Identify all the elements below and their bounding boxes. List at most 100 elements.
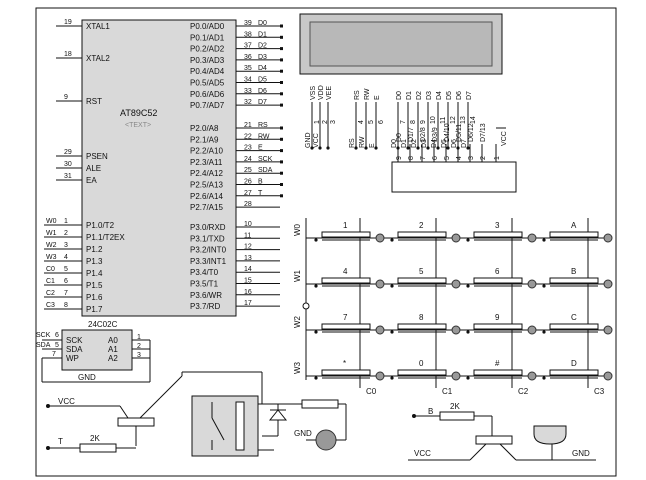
mcu-right-pin-num: 36 [244, 54, 252, 61]
header-pin-num: 7 [420, 156, 427, 160]
lcd-pin-label: D2 [411, 139, 418, 148]
mcu-right-pin-num: 39 [244, 20, 252, 27]
mcu-left-pin-num: 5 [64, 266, 68, 273]
keypad-key[interactable] [549, 369, 599, 376]
lcd-pin-label: RS [349, 138, 356, 148]
lcd-top-label: D3 [426, 91, 433, 100]
mcu-right-pin-num: 13 [244, 255, 252, 262]
mcu-left-pin-num: 31 [64, 173, 72, 180]
buzzer-r: 2K [450, 402, 460, 411]
mcu-left-net: C0 [46, 266, 55, 273]
mcu-left-pin-label: P1.5 [86, 281, 103, 290]
mcu-right-pin-label: P2.1/A9 [190, 135, 219, 144]
mcu-left-net: W3 [46, 254, 57, 261]
mcu-left-net: C3 [46, 302, 55, 309]
keypad-key[interactable] [321, 323, 371, 330]
mcu-right-pin-label: P3.6/WR [190, 291, 222, 300]
relay-vcc: VCC [58, 397, 75, 406]
lamp-resistor [301, 399, 339, 409]
keypad-key[interactable] [321, 277, 371, 284]
mcu-right-net: D0 [258, 20, 267, 27]
keypad-key[interactable] [549, 231, 599, 238]
lcd-top-label: D2 [416, 91, 423, 100]
keypad-key[interactable] [473, 231, 523, 238]
relay-diode [268, 409, 288, 421]
mcu-right-pin-num: 28 [244, 201, 252, 208]
header-vcc: VCC [501, 131, 508, 146]
mcu-right-pin-label: P3.4/T0 [190, 268, 219, 277]
eeprom-name: 24C02C [88, 320, 118, 329]
mcu-left-net: C1 [46, 278, 55, 285]
keypad-key[interactable] [473, 323, 523, 330]
mcu-left-net: W1 [46, 230, 57, 237]
header-pin-net: D4/10 [444, 123, 451, 142]
mcu-right-pin-num: 23 [244, 145, 252, 152]
mcu-left-pin-num: 2 [64, 230, 68, 237]
keypad-key[interactable] [473, 277, 523, 284]
mcu-right-pin-label: P0.3/AD3 [190, 56, 225, 65]
relay-t: T [58, 437, 63, 446]
header-pin-num: 9 [396, 156, 403, 160]
mcu-left-net: W0 [46, 218, 57, 225]
keypad-key-label: 6 [495, 267, 500, 276]
header-pin-net: D3/9 [432, 127, 439, 142]
buzzer-transistor-bar [475, 435, 513, 445]
net-terminal [280, 149, 283, 153]
net-terminal [280, 47, 283, 51]
mcu-right-pin-label: P2.2/A10 [190, 147, 223, 156]
header-pin-num: 6 [432, 156, 439, 160]
mcu-left-pin-num: 18 [64, 51, 72, 58]
eeprom-pin-num: 2 [137, 343, 141, 350]
keypad-key[interactable] [549, 323, 599, 330]
sheet-border [35, 7, 617, 477]
mcu-right-pin-num: 24 [244, 156, 252, 163]
lcd-pin-num: 11 [440, 117, 447, 124]
keypad-key-label: * [343, 359, 346, 368]
eeprom-sck-num: 6 [55, 332, 59, 339]
keypad-col-label: C1 [442, 387, 453, 396]
eeprom-pin-name: A0 [108, 336, 118, 345]
mcu-right-net: D1 [258, 31, 267, 38]
keypad-key-label: 0 [419, 359, 424, 368]
lcd-top-label: D1 [406, 91, 413, 100]
lcd-pin-label: GND [305, 132, 312, 148]
keypad-row-label: W3 [293, 361, 302, 374]
keypad-key[interactable] [397, 323, 447, 330]
buzzer-icon [533, 425, 567, 445]
mcu-right-net: D3 [258, 54, 267, 61]
lcd-pin-num: 3 [330, 120, 337, 124]
keypad-key[interactable] [321, 231, 371, 238]
eeprom-sda-num: 5 [55, 342, 59, 349]
lcd-pin-label: D6 [451, 139, 458, 148]
lcd-top-label: D7 [466, 91, 473, 100]
relay-r1: 2K [90, 434, 100, 443]
mcu-right-pin-num: 12 [244, 244, 252, 251]
net-terminal [280, 126, 283, 130]
mcu-right-pin-num: 34 [244, 77, 252, 84]
mcu-right-pin-num: 32 [244, 99, 252, 106]
keypad-key-label: # [495, 359, 500, 368]
keypad-key-led-icon [375, 279, 385, 289]
header-pin-num: 2 [480, 156, 487, 160]
mcu-left-pin-num: 29 [64, 149, 72, 156]
keypad-key[interactable] [397, 369, 447, 376]
mcu-left-pin-label: XTAL2 [86, 54, 110, 63]
eeprom-pin-label: SCK [66, 336, 83, 345]
lcd-screen [309, 21, 493, 67]
keypad-key[interactable] [473, 369, 523, 376]
header-pin-num: 3 [468, 156, 475, 160]
keypad-key-label: C [571, 313, 577, 322]
keypad-key[interactable] [397, 277, 447, 284]
mcu-right-pin-label: P2.0/A8 [190, 124, 219, 133]
mcu-right-net: B [258, 179, 263, 186]
eeprom-wp-num: 7 [52, 351, 56, 358]
lcd-pin-num: 5 [368, 120, 375, 124]
keypad-key[interactable] [549, 277, 599, 284]
keypad-key[interactable] [397, 231, 447, 238]
lcd-pin-num: 8 [410, 120, 417, 124]
keypad-key[interactable] [321, 369, 371, 376]
mcu-right-pin-label: P3.5/T1 [190, 280, 219, 289]
keypad-key-led-icon [603, 371, 613, 381]
